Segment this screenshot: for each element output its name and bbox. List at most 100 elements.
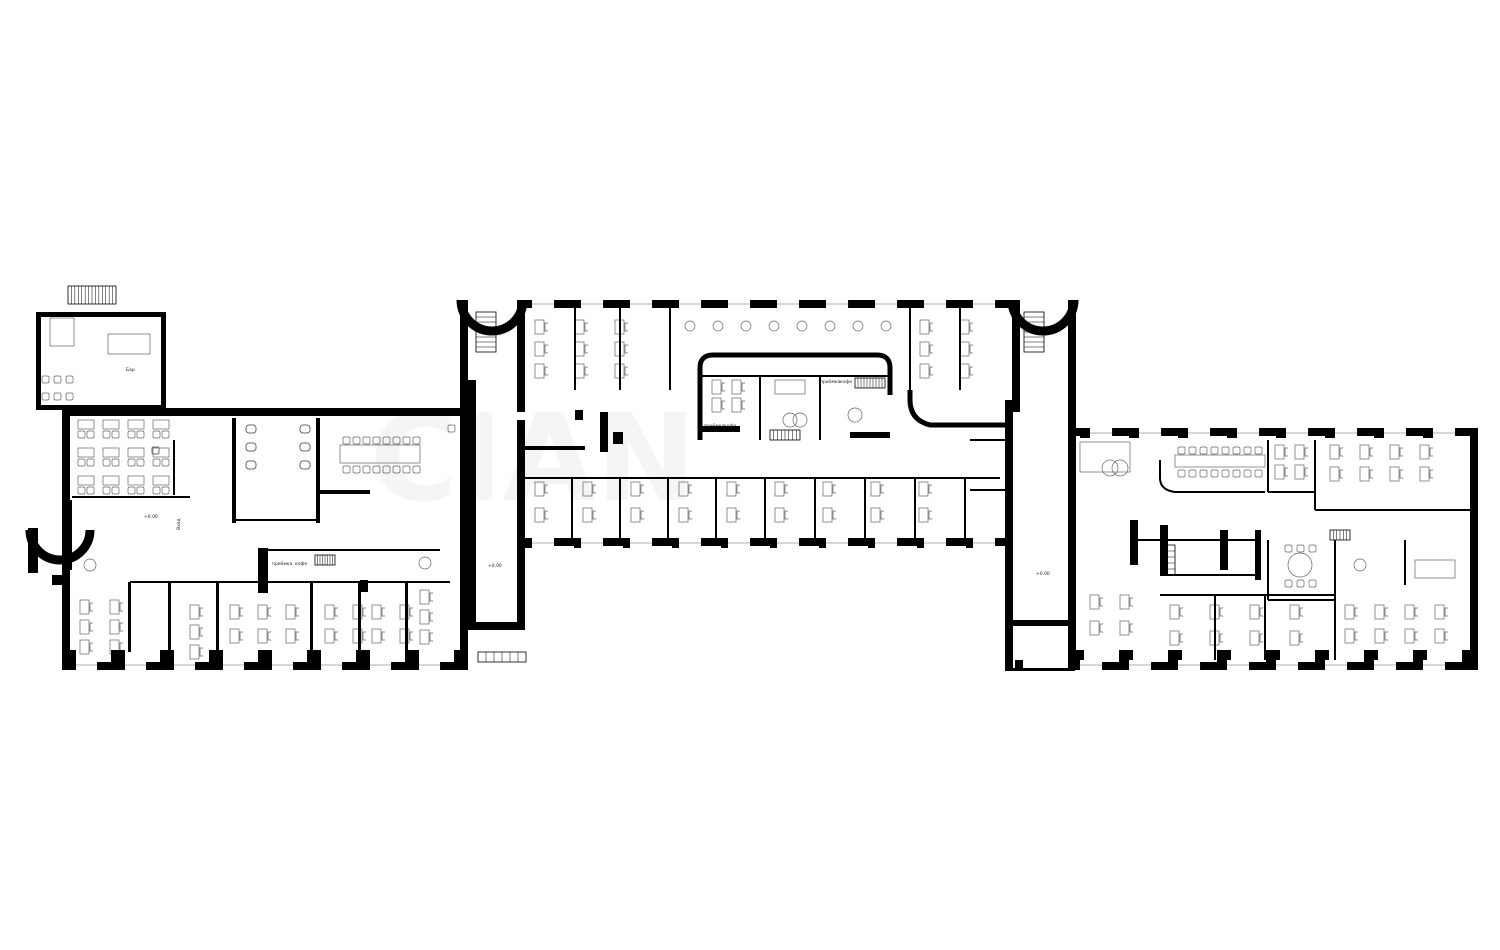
desk (919, 363, 930, 379)
chair-icon (41, 392, 50, 401)
chair-icon (624, 322, 628, 332)
chair-icon (41, 375, 50, 384)
desk (79, 599, 90, 615)
chair-icon (1414, 607, 1418, 617)
wall (517, 300, 525, 412)
desk (534, 507, 545, 523)
chair-icon (1384, 607, 1388, 617)
desk (79, 619, 90, 635)
chair-icon (741, 400, 745, 410)
wall (36, 405, 166, 409)
chair-icon (1099, 597, 1103, 607)
chair-icon (736, 484, 740, 494)
desk (534, 363, 545, 379)
chair-icon (1188, 469, 1197, 478)
chair-icon (152, 458, 161, 467)
wall (258, 548, 268, 593)
desk (1289, 630, 1300, 646)
desk (574, 363, 585, 379)
round-table (712, 320, 724, 332)
wall (700, 426, 740, 432)
toilet-icon (299, 442, 311, 452)
chair-icon (53, 392, 62, 401)
chair-icon (382, 436, 391, 445)
desk (285, 628, 296, 644)
desk (582, 507, 593, 523)
desk (774, 481, 785, 497)
desk (109, 599, 120, 615)
wall (1374, 428, 1388, 438)
chair-icon (1254, 446, 1263, 455)
furniture-layer (41, 285, 1456, 663)
chair-icon (102, 430, 111, 439)
chair-icon (152, 486, 161, 495)
chair-icon (1354, 631, 1358, 641)
chair-icon (544, 344, 548, 354)
chair-icon (161, 486, 170, 495)
chair-icon (119, 622, 123, 632)
table (774, 379, 806, 395)
desk (1119, 594, 1130, 610)
wall (1068, 300, 1076, 412)
chair-icon (1099, 623, 1103, 633)
chair-icon (1210, 469, 1219, 478)
chair-icon (136, 486, 145, 495)
chair-icon (688, 510, 692, 520)
chair-icon (1284, 467, 1288, 477)
round-table (847, 407, 863, 423)
desk (534, 319, 545, 335)
wall (1068, 428, 1076, 670)
desk (919, 341, 930, 357)
table (127, 419, 145, 430)
table (127, 475, 145, 486)
wall (1005, 620, 1070, 626)
desk (711, 379, 722, 395)
chair-icon (832, 510, 836, 520)
wall (52, 575, 66, 585)
desk (1294, 464, 1305, 480)
chair-icon (161, 430, 170, 439)
chair-icon (382, 465, 391, 474)
chair-icon (1308, 544, 1317, 553)
label-bar: Бар (126, 367, 135, 373)
chair-icon (1219, 633, 1223, 643)
toilet-icon (245, 424, 257, 434)
chair-icon (1177, 469, 1186, 478)
chair-icon (362, 436, 371, 445)
chair-icon (784, 510, 788, 520)
desk (534, 481, 545, 497)
desk (918, 481, 929, 497)
wall (468, 622, 525, 630)
wall (1130, 520, 1138, 565)
wall (468, 380, 476, 630)
chair-icon (584, 366, 588, 376)
chair-icon (199, 627, 203, 637)
desk (189, 644, 200, 660)
chair-icon (199, 647, 203, 657)
chair-icon (342, 465, 351, 474)
wall (36, 312, 166, 317)
wall (517, 420, 525, 630)
desk (582, 481, 593, 497)
chair-icon (544, 366, 548, 376)
round-table (1353, 558, 1367, 572)
desk (1249, 630, 1260, 646)
chair-icon (429, 612, 433, 622)
chair-icon (1296, 544, 1305, 553)
chair-icon (929, 366, 933, 376)
label-reception-2: приёмка (820, 379, 841, 385)
desk (630, 481, 641, 497)
desk (419, 629, 430, 645)
chair-icon (1399, 447, 1403, 457)
table (152, 447, 170, 458)
desk (189, 604, 200, 620)
wall (600, 412, 608, 452)
wall (1227, 428, 1241, 438)
table (77, 447, 95, 458)
chair-icon (402, 465, 411, 474)
chair-icon (89, 642, 93, 652)
chair-icon (447, 424, 456, 433)
chair-icon (1188, 446, 1197, 455)
chair-icon (1284, 579, 1293, 588)
desk (1344, 604, 1355, 620)
